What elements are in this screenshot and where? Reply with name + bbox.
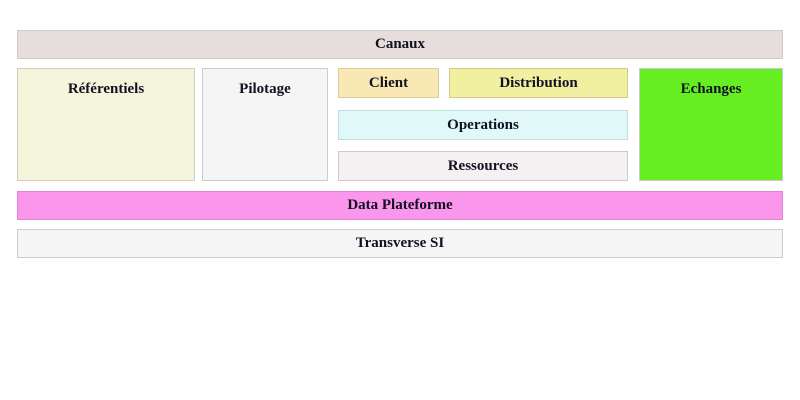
layer-block-data-plateforme[interactable]: Data Plateforme — [17, 191, 783, 220]
layer-block-canaux[interactable]: Canaux — [17, 30, 783, 59]
layer-label-canaux: Canaux — [374, 36, 426, 53]
layer-block-transverse-si[interactable]: Transverse SI — [17, 229, 783, 258]
capability-block-ressources[interactable]: Ressources — [338, 151, 628, 181]
capability-block-distribution[interactable]: Distribution — [449, 68, 628, 98]
layer-label-data-plateforme: Data Plateforme — [347, 197, 453, 214]
capability-block-echanges[interactable]: Echanges — [639, 68, 783, 181]
capability-label-client: Client — [368, 74, 409, 91]
capability-label-echanges: Echanges — [680, 81, 742, 97]
capability-label-referentiels: Référentiels — [67, 81, 145, 97]
capability-label-pilotage: Pilotage — [239, 81, 291, 97]
capability-block-client[interactable]: Client — [338, 68, 439, 98]
capability-block-referentiels[interactable]: Référentiels — [17, 68, 195, 181]
layer-label-transverse-si: Transverse SI — [355, 235, 445, 252]
capability-block-operations[interactable]: Operations — [338, 110, 628, 140]
capability-label-operations: Operations — [447, 116, 519, 133]
capability-label-distribution: Distribution — [499, 74, 578, 91]
capability-label-ressources: Ressources — [447, 157, 519, 174]
capability-block-pilotage[interactable]: Pilotage — [202, 68, 328, 181]
